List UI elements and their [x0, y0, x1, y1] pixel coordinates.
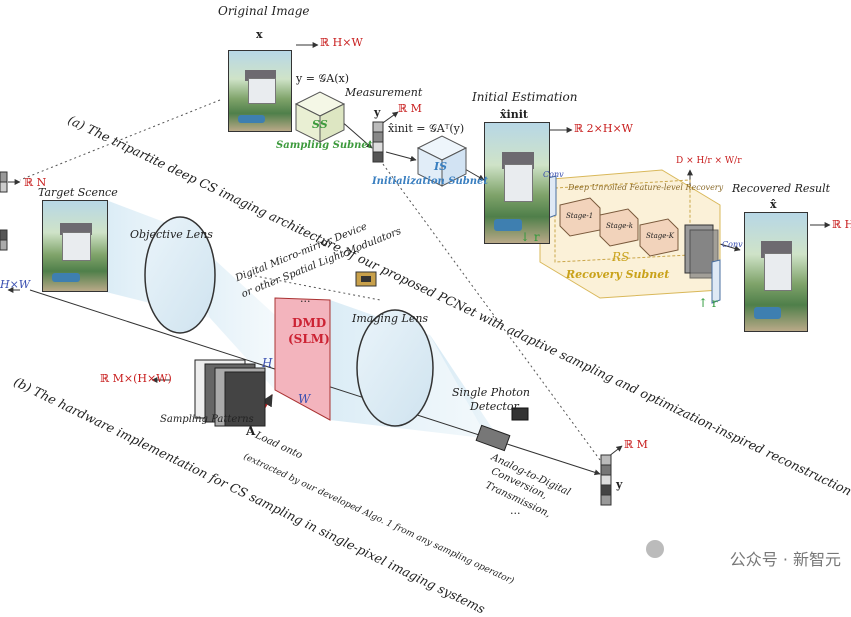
ellipsis-2: ...	[510, 504, 521, 517]
y-variable-bottom: y	[616, 478, 623, 491]
xinit-equation: x̂init = 𝒢Aᵀ(y)	[388, 122, 465, 135]
stage-K-label: Stage-K	[646, 232, 674, 240]
ss-label: SS	[312, 118, 328, 131]
original-image	[228, 50, 292, 132]
xhat-variable: x̂	[770, 198, 777, 211]
diagram-graphics	[0, 42, 831, 558]
rhw-top-label: ℝ H×W	[320, 36, 363, 49]
recovered-result-label: Recovered Result	[732, 182, 831, 195]
slm-label: (SLM)	[288, 332, 330, 346]
diagram: Original Image x ℝ H×W y = 𝒢A(x) Measure…	[0, 4, 851, 617]
target-scene-label: Target Scence	[38, 186, 118, 199]
is-label: IS	[434, 160, 448, 173]
initial-estimation-label: Initial Estimation	[472, 90, 578, 104]
y-variable-top: y	[374, 106, 381, 119]
down-r-label: ↓ r	[520, 230, 540, 244]
sampling-subnet-label: Sampling Subnet	[276, 140, 373, 151]
conv-right-bar	[711, 259, 721, 304]
r2hw-label: ℝ 2×H×W	[574, 122, 633, 135]
y-vector-top	[372, 121, 384, 163]
dotted-line-1	[19, 99, 221, 181]
recovery-subnet-label: Recovery Subnet	[566, 268, 670, 281]
h-label: H	[262, 356, 273, 370]
light-beam-4	[430, 335, 500, 440]
rh-right-label: ℝ H	[832, 218, 851, 231]
feature-dim-label: D × H/r × W/r	[676, 156, 742, 166]
init-subnet-label: Initialization Subnet	[372, 176, 488, 187]
watermark-icon	[646, 540, 664, 558]
hxw-left-label: H×W	[0, 278, 31, 291]
a-variable: A	[246, 424, 256, 438]
detector-label: Detector	[470, 400, 519, 413]
sampling-patterns	[194, 359, 266, 427]
recovered-result-image	[744, 212, 808, 332]
dmd-label: DMD	[292, 316, 327, 330]
objective-lens	[144, 216, 216, 334]
y-vector-bottom	[600, 454, 612, 506]
stage-blocks	[559, 197, 679, 257]
rmhw-label: ℝ M×(H×W)	[100, 372, 172, 385]
stage-k-label: Stage-k	[606, 222, 634, 230]
imaging-lens-label: Imaging Lens	[352, 312, 429, 325]
dufr-label: Deep Unrolled Feature-level Recovery	[568, 183, 724, 192]
up-r-label: ↑ r	[698, 296, 718, 310]
initial-estimation-image	[484, 122, 550, 244]
rm-bottom-label: ℝ M	[624, 438, 648, 451]
single-photon-detector	[475, 407, 529, 452]
rs-label: RS	[612, 250, 630, 264]
dotted-line-2	[379, 159, 601, 461]
rm-top-label: ℝ M	[398, 102, 422, 115]
is-cube	[416, 135, 468, 187]
measurement-label: Measurement	[345, 86, 423, 99]
spd-label: Single Photon	[452, 386, 530, 399]
conv-right-label: Conv	[722, 240, 743, 249]
sampling-patterns-label: Sampling Patterns	[160, 414, 254, 425]
measurement-equation: y = 𝒢A(x)	[296, 72, 349, 85]
x-variable: x	[256, 28, 263, 41]
conv-left-label: Conv	[543, 170, 564, 179]
dmd-panel	[274, 297, 331, 421]
x-vector-left	[0, 171, 8, 251]
xinit-variable: x̂init	[500, 108, 528, 121]
ss-cube	[294, 91, 346, 143]
ellipsis-1: ...	[300, 292, 311, 305]
rn-label: ℝ N	[24, 176, 47, 189]
dotted-line-3	[249, 274, 381, 301]
imaging-lens	[356, 309, 434, 427]
stage-1-label: Stage-1	[566, 212, 594, 220]
w-label: W	[298, 392, 311, 406]
objective-lens-label: Objective Lens	[130, 228, 213, 241]
watermark: 公众号 · 新智元	[729, 550, 841, 569]
original-image-label: Original Image	[218, 4, 310, 18]
target-scene-image	[42, 200, 108, 292]
